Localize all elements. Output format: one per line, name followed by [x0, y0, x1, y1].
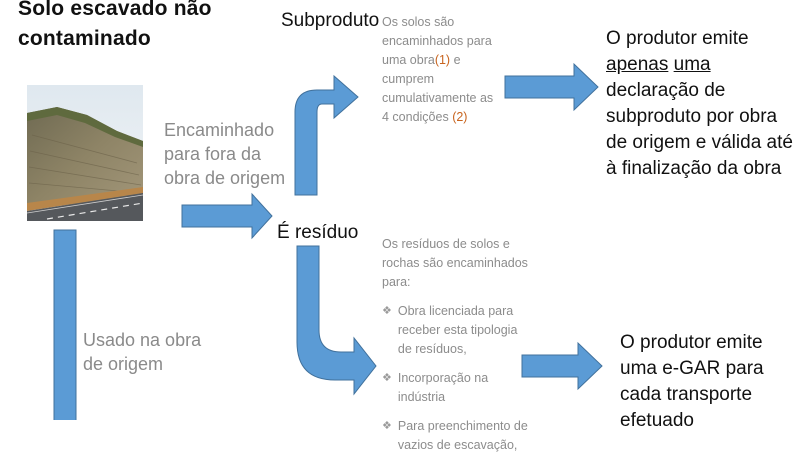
list-item: ❖Incorporação na indústria: [382, 369, 532, 407]
arrow-up-to-subproduct: [294, 74, 359, 196]
subproduct-result-text-a: O produtor emite: [606, 28, 749, 49]
subproduct-result-underline-2: uma: [673, 54, 711, 75]
diamond-bullet-icon: ❖: [382, 372, 392, 384]
reference-2: (2): [452, 110, 468, 124]
diagram-title: Solo escavado não contaminado: [18, 0, 212, 54]
subproduct-result-underline-1: apenas: [606, 54, 669, 75]
title-line-1: Solo escavado não: [18, 0, 212, 20]
waste-destinations-list: ❖Obra licenciada para receber esta tipol…: [382, 302, 532, 455]
subproduct-description: Os solos são encaminhados para uma obra(…: [382, 13, 500, 127]
arrow-down-to-waste-destinations: [296, 245, 377, 396]
waste-destinations-intro: Os resíduos de solos e rochas são encami…: [382, 237, 528, 289]
arrow-to-residue: [181, 192, 273, 240]
diagram-arrows: [53, 62, 603, 420]
subproduct-description-text: Os solos são encaminhados para uma obra: [382, 15, 492, 67]
subproduct-description-text-2: e cumprem cumulativamente as 4 condições: [382, 53, 494, 124]
left-label-bottom: Usado na obra de origem: [83, 330, 202, 374]
title-line-2: contaminado: [18, 27, 151, 50]
egar-result: O produtor emite uma e-GAR para cada tra…: [620, 332, 764, 431]
subproduct-result-text-b: declaração de subproduto por obra de ori…: [606, 80, 793, 179]
diamond-bullet-icon: ❖: [382, 420, 392, 432]
left-label-top: Encaminhado para fora da obra de origem: [164, 120, 286, 188]
hillside-road-photo-icon: [27, 85, 143, 221]
arrow-to-subproduct-result: [504, 62, 599, 112]
reference-1: (1): [434, 53, 451, 67]
arrow-to-egar-result: [521, 341, 603, 391]
down-arrow-bar: [53, 229, 77, 420]
diamond-bullet-icon: ❖: [382, 305, 392, 317]
subproduct-node: Subproduto: [281, 10, 380, 31]
list-item: ❖Obra licenciada para receber esta tipol…: [382, 302, 532, 359]
list-item: ❖Para preenchimento de vazios de escavaç…: [382, 417, 532, 455]
hillside-road-photo: [27, 85, 143, 221]
subproduct-result: O produtor emite apenas uma declaração d…: [606, 26, 796, 182]
waste-destinations: Os resíduos de solos e rochas são encami…: [382, 235, 532, 465]
residue-node: É resíduo: [277, 222, 359, 243]
